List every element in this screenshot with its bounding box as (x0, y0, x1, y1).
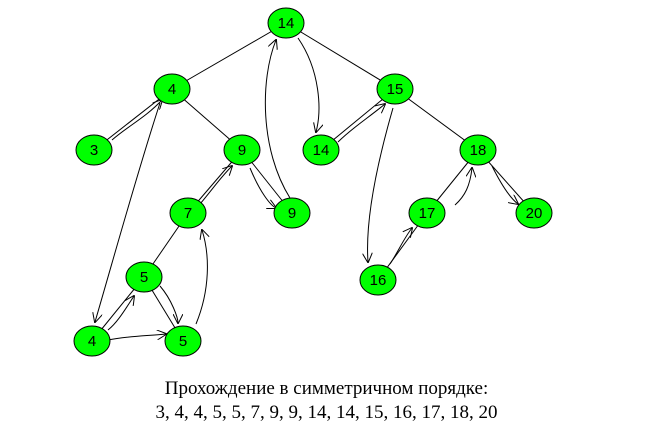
tree-node-n4b: 4 (73, 325, 111, 357)
tree-node-n20: 20 (515, 197, 553, 229)
node-label: 4 (88, 333, 96, 350)
tree-node-n17: 17 (408, 197, 446, 229)
node-circle (267, 7, 305, 39)
tree-node-n14b: 14 (302, 134, 340, 166)
node-label: 9 (288, 205, 296, 222)
node-circle (408, 197, 446, 229)
node-circle (376, 73, 414, 105)
node-label: 20 (526, 205, 543, 222)
node-label: 18 (470, 142, 487, 159)
tree-node-n16: 16 (359, 264, 397, 296)
traversal-arrow-15 (491, 165, 518, 204)
traversal-arrow-13 (389, 228, 412, 265)
tree-node-n5b: 5 (164, 325, 202, 357)
node-circle (125, 261, 163, 293)
node-label: 7 (184, 205, 192, 222)
traversal-arrow-4 (107, 334, 166, 341)
node-circle (164, 325, 202, 357)
caption-title: Прохождение в симметричном порядке: (164, 378, 489, 399)
edge-n14r-n4 (171, 22, 287, 90)
tree-node-n18: 18 (459, 134, 497, 166)
traversal-arrow-7 (199, 166, 232, 205)
tree-node-n14r: 14 (267, 7, 305, 39)
tree-node-n7: 7 (169, 197, 207, 229)
node-label: 5 (179, 333, 187, 350)
node-circle (273, 197, 311, 229)
node-label: 3 (90, 142, 98, 159)
node-label: 16 (370, 272, 387, 289)
node-label: 9 (238, 142, 246, 159)
node-label: 17 (419, 205, 436, 222)
traversal-arrow-6 (195, 230, 207, 325)
node-circle (75, 134, 113, 166)
node-circle (359, 264, 397, 296)
edge-n14r-n15 (285, 22, 396, 90)
edges-layer (91, 22, 535, 342)
tree-node-n4: 4 (153, 73, 191, 105)
node-circle (73, 325, 111, 357)
traversal-arrow-10 (297, 37, 319, 132)
node-circle (223, 134, 261, 166)
tree-node-n15: 15 (376, 73, 414, 105)
traversal-arrow-14 (454, 168, 472, 206)
node-label: 14 (313, 142, 330, 159)
nodes-layer: 14 4 15 3 9 14 18 7 9 17 20 5 16 4 5 (73, 7, 553, 357)
node-label: 14 (278, 15, 295, 32)
traversal-arrow-3 (107, 296, 134, 331)
caption-sequence: 3, 4, 4, 5, 5, 7, 9, 9, 14, 14, 15, 16, … (155, 402, 498, 423)
node-circle (153, 73, 191, 105)
traversal-arrow-12 (368, 107, 394, 262)
traversal-arrow-9 (264, 40, 291, 199)
node-circle (459, 134, 497, 166)
node-circle (302, 134, 340, 166)
tree-node-n9a: 9 (223, 134, 261, 166)
traversal-arrow-8 (249, 167, 276, 208)
node-label: 15 (387, 81, 404, 98)
node-label: 4 (168, 81, 176, 98)
node-label: 5 (140, 269, 148, 286)
traversal-arrow-2 (95, 102, 161, 322)
node-circle (169, 197, 207, 229)
node-circle (515, 197, 553, 229)
traversal-arrow-11 (337, 104, 385, 143)
tree-node-n5a: 5 (125, 261, 163, 293)
traversal-arrow-5 (159, 285, 178, 323)
traversal-arrow-1 (111, 100, 162, 141)
tree-node-n9b: 9 (273, 197, 311, 229)
traversal-arrows (95, 37, 518, 341)
tree-node-n3: 3 (75, 134, 113, 166)
